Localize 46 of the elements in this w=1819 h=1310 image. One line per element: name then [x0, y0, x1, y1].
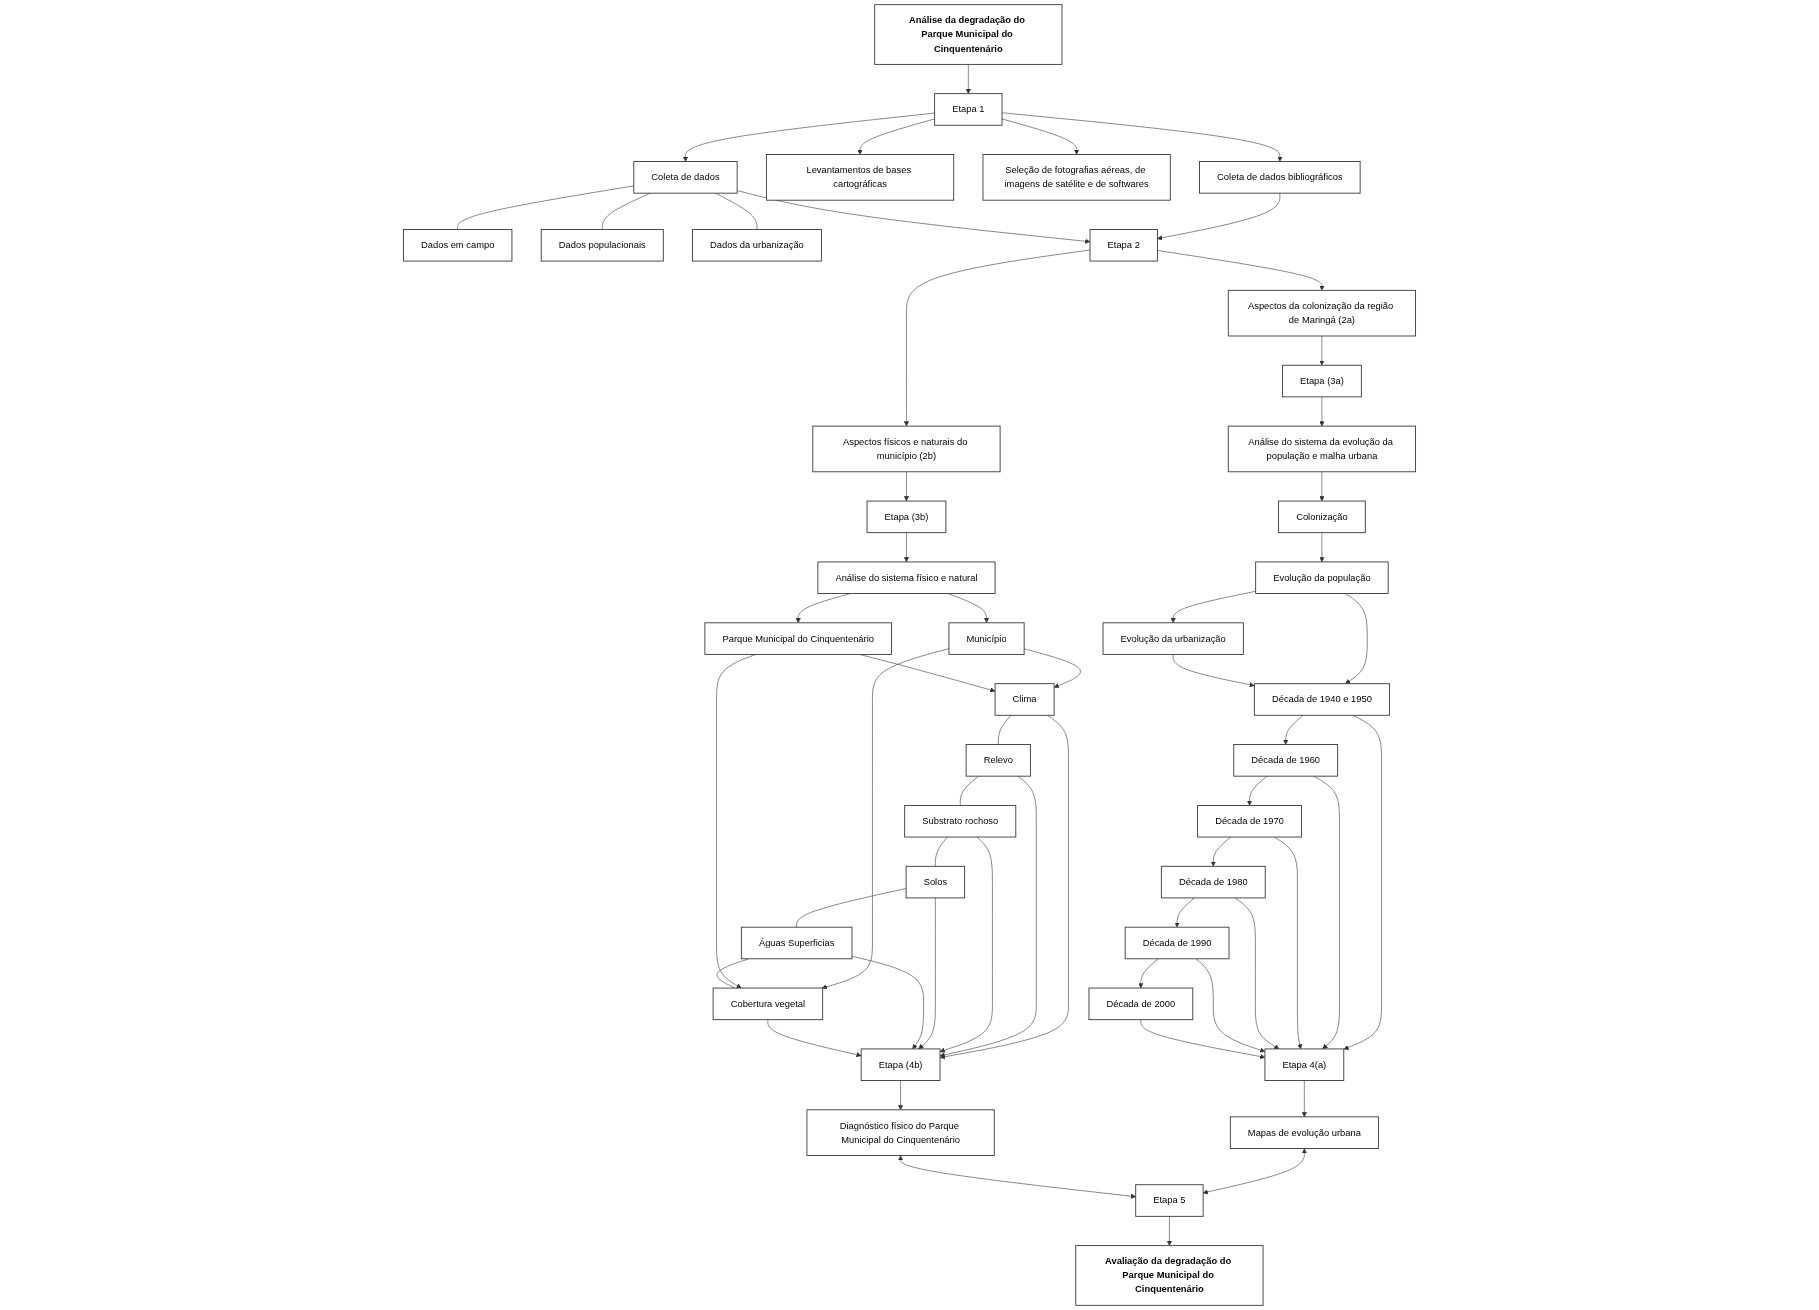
- connector: [715, 192, 758, 230]
- node-box: Colonização: [1278, 500, 1366, 534]
- node-box: Parque Municipal do Cinquentenário: [704, 622, 892, 655]
- node-box: Aspectos físicos e naturais do município (2b): [812, 425, 1001, 473]
- node-box: Mapas de evolução urbana: [1229, 1116, 1379, 1149]
- node-box: Década de 1940 e 1950: [1253, 683, 1390, 716]
- node-box: Dados populacionais: [540, 229, 664, 262]
- connector: [457, 185, 635, 230]
- node-box: Década de 1960: [1233, 744, 1339, 777]
- node-box: Cobertura vegetal: [712, 987, 824, 1021]
- node-box: Análise da degradação do Parque Municipal do Cinquentenário: [874, 4, 1063, 65]
- node-box: Clima: [994, 683, 1055, 716]
- node-box: Coleta de dados: [633, 161, 738, 194]
- node-box: Diagnóstico físico do Parque Municipal do Cinquentenário: [806, 1109, 995, 1156]
- node-box: Coleta de dados bibliográficos: [1199, 161, 1361, 194]
- node-box: Dados em campo: [403, 229, 513, 262]
- connector: [997, 715, 1012, 745]
- connector: [935, 836, 948, 867]
- node-box: Década de 1970: [1197, 805, 1302, 838]
- node-box: Etapa (4b): [860, 1048, 941, 1081]
- node-box: Etapa 5: [1135, 1184, 1204, 1217]
- node-box: Década de 1980: [1160, 865, 1266, 899]
- node-box: Etapa 1: [934, 93, 1003, 126]
- node-box: Análise do sistema da evolução da população e malha urbana: [1227, 425, 1416, 473]
- node-box: Análise do sistema físico e natural: [817, 561, 996, 594]
- node-box: Etapa (3a): [1282, 364, 1362, 398]
- node-box: Evolução da população: [1255, 561, 1389, 594]
- node-box: Substrato rochoso: [904, 805, 1017, 838]
- node-box: Avaliação da degradação do Parque Municipal do Cinquentenário: [1075, 1245, 1264, 1306]
- node-box: Município: [948, 622, 1025, 655]
- node-box: Etapa 2: [1089, 229, 1158, 262]
- node-box: Aspectos da colonização da região de Maringá (2a): [1227, 289, 1416, 337]
- node-box: Dados da urbanização: [692, 229, 822, 262]
- node-box: Etapa (3b): [866, 500, 947, 534]
- node-box: Década de 1990: [1124, 926, 1230, 960]
- node-box: Década de 2000: [1088, 987, 1194, 1021]
- node-box: Águas Superficias: [740, 926, 853, 960]
- connector: [716, 958, 750, 989]
- node-box: Etapa 4(a): [1264, 1048, 1345, 1081]
- node-box: Relevo: [965, 744, 1031, 777]
- node-box: Evolução da urbanização: [1102, 622, 1244, 655]
- node-box: Levantamentos de bases cartográficas: [765, 154, 955, 201]
- node-box: Solos: [905, 865, 966, 899]
- connector: [959, 775, 979, 806]
- node-box: Seleção de fotografias aéreas, de imagens de satélite e de softwares: [982, 154, 1171, 201]
- connector: [796, 888, 907, 928]
